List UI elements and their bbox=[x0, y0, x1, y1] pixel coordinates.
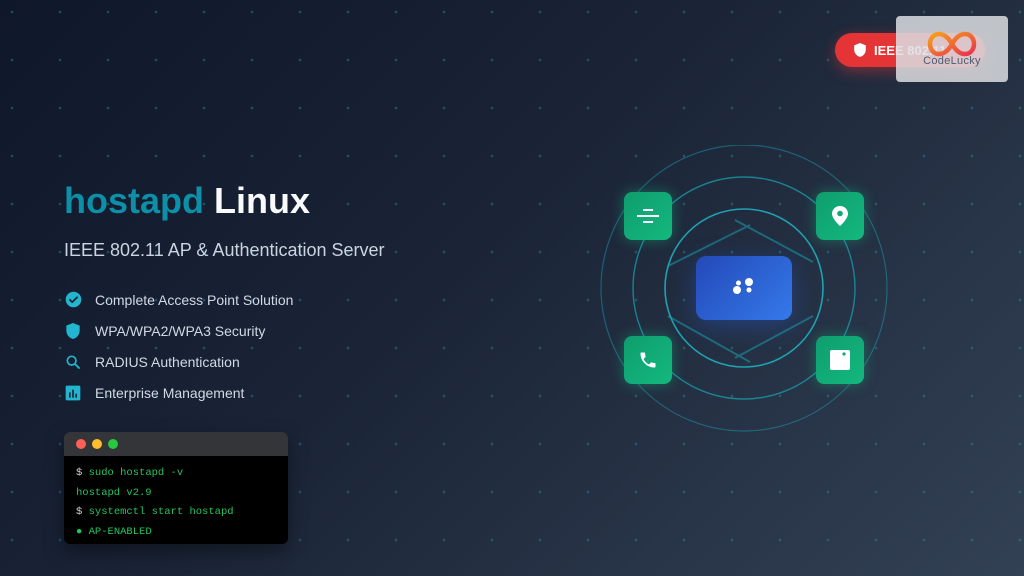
phone-icon bbox=[640, 352, 656, 368]
terminal-line: ● AP-ENABLED bbox=[76, 525, 152, 538]
feature-label: RADIUS Authentication bbox=[95, 353, 240, 370]
close-dot-icon[interactable] bbox=[76, 439, 86, 449]
shield-icon bbox=[64, 322, 82, 340]
title-hostapd: hostapd bbox=[64, 180, 204, 221]
feature-label: WPA/WPA2/WPA3 Security bbox=[95, 322, 266, 339]
node-phone[interactable] bbox=[624, 336, 672, 384]
feature-item: RADIUS Authentication bbox=[64, 346, 293, 377]
page-title: hostapd Linux bbox=[64, 180, 310, 222]
feature-item: WPA/WPA2/WPA3 Security bbox=[64, 315, 293, 346]
subtitle: IEEE 802.11 AP & Authentication Server bbox=[64, 240, 385, 260]
status-dot-icon: ● bbox=[76, 525, 83, 538]
terminal-line: hostapd v2.9 bbox=[76, 486, 152, 499]
minimize-dot-icon[interactable] bbox=[92, 439, 102, 449]
location-pin-icon bbox=[832, 206, 848, 226]
node-tablet[interactable] bbox=[816, 336, 864, 384]
codelucky-logo: CodeLucky bbox=[896, 16, 1008, 82]
access-point-hub[interactable] bbox=[696, 256, 792, 320]
shield-icon bbox=[853, 42, 867, 58]
node-filter[interactable] bbox=[624, 192, 672, 240]
terminal-window: $ sudo hostapd -v hostapd v2.9 $ systemc… bbox=[64, 432, 288, 544]
feature-label: Enterprise Management bbox=[95, 384, 245, 401]
network-diagram bbox=[600, 145, 888, 433]
node-location[interactable] bbox=[816, 192, 864, 240]
bar-chart-icon bbox=[64, 384, 82, 402]
search-icon bbox=[64, 353, 82, 371]
feature-label: Complete Access Point Solution bbox=[95, 291, 294, 308]
check-circle-icon bbox=[64, 291, 82, 309]
orbit-rings bbox=[600, 145, 888, 432]
dots-cluster-icon bbox=[733, 278, 753, 294]
terminal-line: $ systemctl start hostapd bbox=[76, 506, 234, 518]
title-linux: Linux bbox=[214, 180, 311, 221]
terminal-body: $ sudo hostapd -v hostapd v2.9 $ systemc… bbox=[64, 456, 288, 544]
feature-list: Complete Access Point Solution WPA/WPA2/… bbox=[64, 284, 293, 408]
maximize-dot-icon[interactable] bbox=[108, 439, 118, 449]
filter-lines-icon bbox=[637, 209, 659, 223]
terminal-line: $ sudo hostapd -v bbox=[76, 467, 184, 479]
feature-item: Enterprise Management bbox=[64, 377, 293, 408]
infinity-logo-icon bbox=[927, 31, 977, 57]
logo-text: CodeLucky bbox=[923, 55, 981, 67]
tablet-icon bbox=[830, 350, 850, 370]
terminal-titlebar bbox=[64, 432, 288, 456]
feature-item: Complete Access Point Solution bbox=[64, 284, 293, 315]
